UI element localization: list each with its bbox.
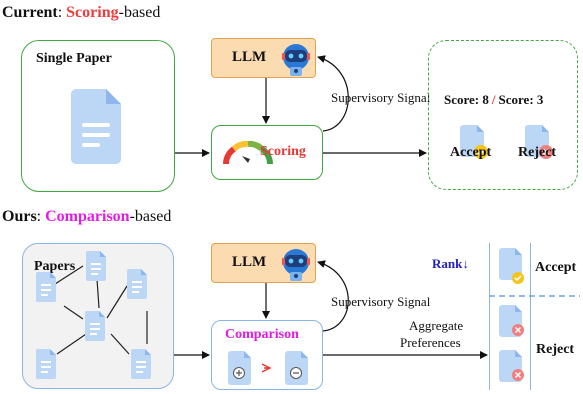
- paper-node-4: [85, 311, 105, 341]
- ours-heading-prefix: Ours: [2, 208, 37, 225]
- paper-node-3: [127, 269, 147, 299]
- llm-label-ours: LLM: [232, 254, 267, 270]
- llm-label: LLM: [232, 49, 267, 65]
- result-box: Score: 8/Score: 3 Accept Reject: [428, 40, 578, 190]
- rank-label: Rank↓: [432, 256, 469, 271]
- paper-network: [36, 251, 151, 379]
- comparison-icons: [228, 351, 308, 385]
- ranked-list: [489, 243, 531, 390]
- reject-label: Reject: [518, 145, 557, 160]
- scoring-label: Scoring: [260, 144, 306, 159]
- supervisory-signal-label-ours: Supervisory Signal: [331, 294, 431, 309]
- ours-heading-suffix: -based: [129, 208, 172, 225]
- accept-label-ours: Accept: [535, 260, 577, 275]
- score-right: Score: 3: [498, 92, 544, 107]
- single-paper-label: Single Paper: [36, 51, 112, 66]
- preference-symbol: [261, 363, 272, 373]
- comparison-label: Comparison: [225, 327, 299, 342]
- llm-box: LLM: [211, 38, 316, 78]
- rejected-document-icon: [499, 350, 524, 382]
- comparison-box: Comparison: [211, 320, 323, 390]
- current-heading-prefix: Current: [2, 4, 58, 21]
- ranked-documents: [499, 248, 524, 382]
- plus-document-icon: [228, 351, 251, 385]
- supervisory-signal-label: Supervisory Signal: [331, 90, 431, 105]
- papers-box: Papers: [22, 243, 174, 389]
- minus-document-icon: [285, 351, 308, 385]
- ours-heading-colon: :: [36, 208, 46, 225]
- ours-heading: Ours: Comparison-based: [2, 208, 171, 226]
- rejected-document-icon: [499, 305, 524, 337]
- single-paper-box: Single Paper: [21, 40, 175, 192]
- score-line: Score: 8/Score: 3: [444, 92, 543, 108]
- score-separator: /: [491, 92, 496, 107]
- ours-heading-highlight: Comparison: [45, 208, 130, 225]
- papers-label: Papers: [34, 259, 76, 274]
- result-documents: [460, 125, 553, 159]
- paper-node-2: [86, 251, 106, 281]
- current-heading-highlight: Scoring: [66, 4, 119, 21]
- paper-node-5: [36, 349, 56, 379]
- robot-icon: [282, 249, 310, 281]
- reject-label-ours: Reject: [536, 342, 575, 357]
- llm-box-ours: LLM: [211, 243, 316, 283]
- robot-icon: [282, 44, 310, 76]
- score-left: Score: 8: [444, 92, 489, 107]
- scoring-box: Scoring: [211, 125, 323, 180]
- current-heading-colon: :: [57, 4, 67, 21]
- accept-label: Accept: [450, 145, 492, 160]
- current-heading-suffix: -based: [118, 4, 161, 21]
- accepted-document-icon: [460, 125, 488, 159]
- paper-node-1: [36, 272, 56, 302]
- aggregate-label: Aggregate: [409, 318, 464, 333]
- document-icon: [71, 89, 121, 164]
- paper-node-6: [131, 349, 151, 379]
- accepted-document-icon: [499, 248, 524, 284]
- gauge-icon: [222, 140, 274, 165]
- current-heading: Current: Scoring-based: [2, 4, 160, 22]
- preferences-label: Preferences: [400, 335, 461, 350]
- rejected-document-icon: [525, 125, 553, 159]
